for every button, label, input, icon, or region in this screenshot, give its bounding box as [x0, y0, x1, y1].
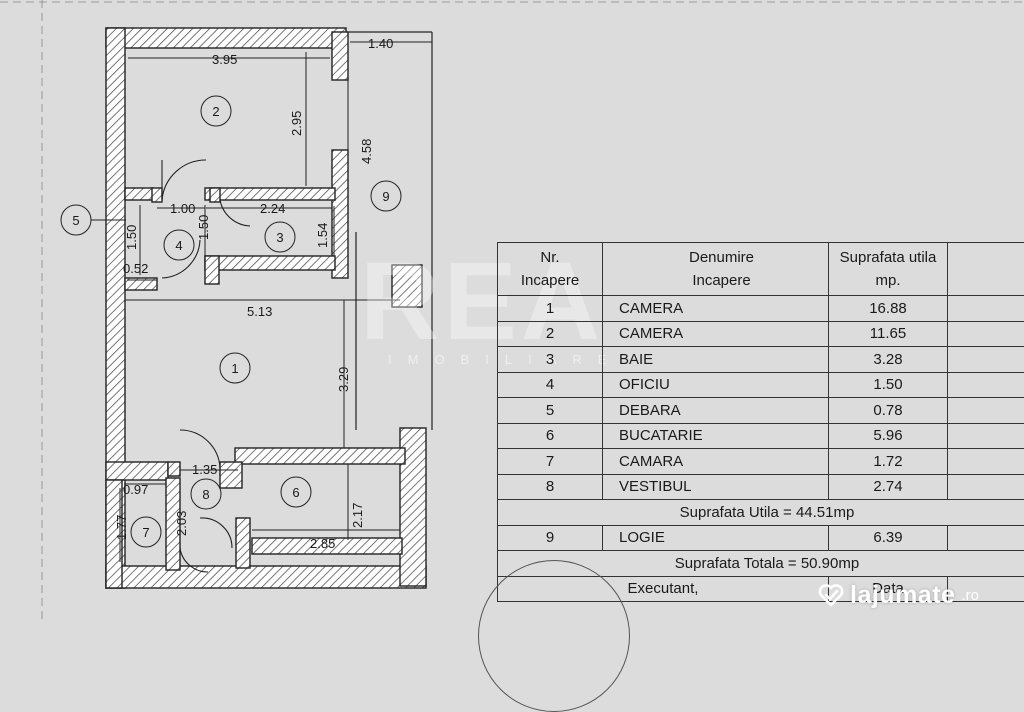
room-nr: 2: [498, 321, 603, 347]
room-label-7: 7: [142, 525, 149, 540]
dim-label: 1.00: [170, 201, 195, 216]
room-label-9: 9: [382, 189, 389, 204]
room-nr: 1: [498, 296, 603, 322]
room-name: CAMERA: [603, 321, 829, 347]
header-area: Suprafata utila mp.: [829, 243, 948, 296]
room-name: CAMERA: [603, 296, 829, 322]
room-nr: 5: [498, 398, 603, 424]
dim-label: 1.35: [192, 462, 217, 477]
site-logo: lajumate .ro: [818, 577, 979, 613]
dim-label: 1.50: [196, 215, 211, 240]
stamp: [478, 560, 630, 712]
room-area: 0.78: [829, 398, 948, 424]
room-nr: 7: [498, 449, 603, 475]
room-label-4: 4: [175, 238, 182, 253]
room-nr: 3: [498, 347, 603, 373]
room-label-8: 8: [202, 487, 209, 502]
room-area: 16.88: [829, 296, 948, 322]
room-area: 2.74: [829, 474, 948, 500]
dim-label: 4.58: [359, 139, 374, 164]
dim-label: 3.95: [212, 52, 237, 67]
room-name: BUCATARIE: [603, 423, 829, 449]
room-name: VESTIBUL: [603, 474, 829, 500]
dim-label: 2.03: [174, 511, 189, 536]
dim-label: 2.17: [350, 503, 365, 528]
logie-area: 6.39: [829, 525, 948, 551]
table-header: Nr. Incapere Denumire Incapere Suprafata…: [498, 243, 1024, 296]
dim-label: 1.77: [114, 515, 129, 540]
table-row-logie: 9 LOGIE 6.39: [498, 525, 1024, 551]
room-label-5: 5: [72, 213, 79, 228]
header-extra: [948, 243, 1024, 296]
header-name: Denumire Incapere: [603, 243, 829, 296]
logie-nr: 9: [498, 525, 603, 551]
room-area: 11.65: [829, 321, 948, 347]
room-name: CAMARA: [603, 449, 829, 475]
room-label-2: 2: [212, 104, 219, 119]
loggia-outline: [348, 32, 432, 430]
dim-label: 1.54: [315, 223, 330, 248]
room-name: DEBARA: [603, 398, 829, 424]
room-area: 3.28: [829, 347, 948, 373]
dim-label: 1.40: [368, 36, 393, 51]
room-nr: 4: [498, 372, 603, 398]
room-label-1: 1: [231, 361, 238, 376]
suprafata-utila: Suprafata Utila = 44.51mp: [498, 500, 1024, 526]
room-name: OFICIU: [603, 372, 829, 398]
dim-label: 0.52: [123, 261, 148, 276]
dim-label: 3.29: [336, 367, 351, 392]
room-area: 1.50: [829, 372, 948, 398]
room-nr: 6: [498, 423, 603, 449]
room-label-3: 3: [276, 230, 283, 245]
summary-row: Suprafata Utila = 44.51mp: [498, 500, 1024, 526]
dim-label: 2.85: [310, 536, 335, 551]
heart-check-icon: [818, 582, 844, 608]
dim-label: 5.13: [247, 304, 272, 319]
dim-label: 1.50: [124, 225, 139, 250]
dim-label: 0.97: [123, 482, 148, 497]
room-label-6: 6: [292, 485, 299, 500]
room-nr: 8: [498, 474, 603, 500]
room-area-table: Nr. Incapere Denumire Incapere Suprafata…: [497, 242, 1024, 602]
room-area: 1.72: [829, 449, 948, 475]
logie-name: LOGIE: [603, 525, 829, 551]
header-nr: Nr. Incapere: [498, 243, 603, 296]
room-area: 5.96: [829, 423, 948, 449]
logo-tld: .ro: [961, 587, 979, 604]
room-name: BAIE: [603, 347, 829, 373]
dim-label: 2.95: [289, 111, 304, 136]
dim-label: 2.24: [260, 201, 285, 216]
logo-name: lajumate: [850, 581, 955, 610]
